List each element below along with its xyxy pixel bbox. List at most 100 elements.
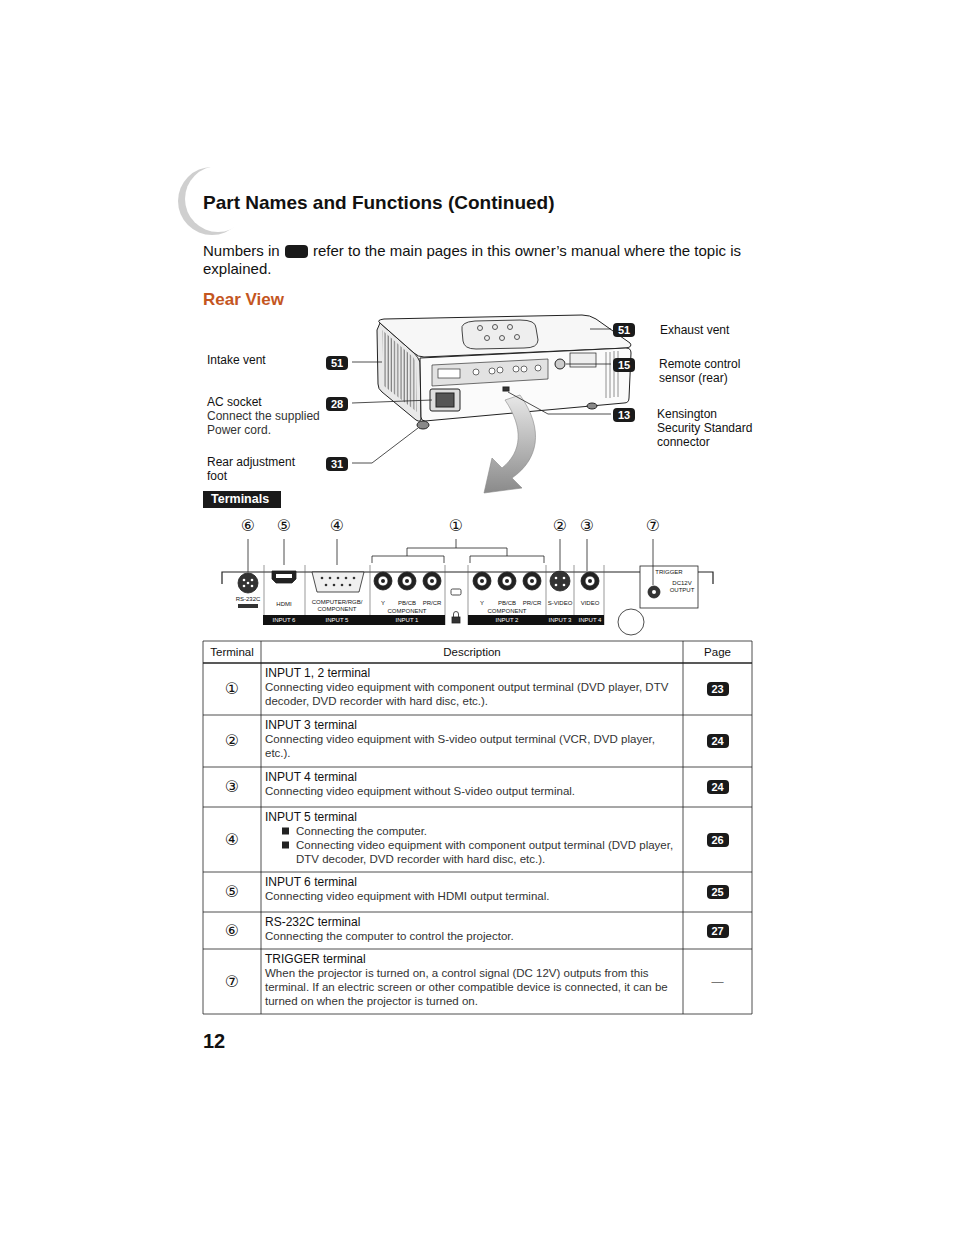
input-label: INPUT 2 <box>488 617 526 624</box>
terminal-panel <box>468 615 604 625</box>
table-cell: TRIGGER terminalWhen the projector is tu… <box>265 949 679 1008</box>
terminal-panel <box>652 590 656 594</box>
terminal-number: ⑥ <box>225 922 239 940</box>
projector-drawing <box>587 403 597 409</box>
port-label: Y <box>372 600 394 607</box>
page-ref-number: 31 <box>330 458 344 470</box>
terminal-name: RS-232C terminal <box>265 915 679 929</box>
projector-drawing <box>508 325 513 330</box>
page-ref-badge: 28 <box>326 397 348 411</box>
terminal-panel <box>321 577 356 587</box>
page-ref-number: 24 <box>711 781 725 793</box>
input-label: INPUT 5 <box>318 617 356 624</box>
terminal-panel <box>272 571 296 583</box>
terminal-panel <box>222 572 713 584</box>
terminal-panel <box>251 585 254 588</box>
part-name: AC socket <box>207 395 317 409</box>
port-label: VIDEO <box>577 600 603 607</box>
port-label: S-VIDEO <box>546 600 574 607</box>
terminal-panel <box>502 576 512 586</box>
table-row: ④INPUT 5 terminalConnecting the computer… <box>203 807 752 872</box>
port-label: PB/CB <box>496 600 518 607</box>
table-cell: ⑦ <box>203 949 261 1014</box>
table-rule <box>203 872 752 873</box>
page-ref-badge: 24 <box>707 734 729 748</box>
table-cell: ① <box>203 663 261 715</box>
callout-number: ⑥ <box>237 516 259 536</box>
terminal-panel <box>251 579 254 582</box>
table-cell: INPUT 6 terminalConnecting video equipme… <box>265 872 679 903</box>
projector-drawing <box>462 320 538 349</box>
table-header: Page <box>688 645 748 659</box>
port-label: TRIGGER <box>644 569 694 576</box>
terminal-name: INPUT 3 terminal <box>265 718 679 732</box>
terminal-panel <box>374 572 392 590</box>
terminal-panel <box>550 571 570 591</box>
input-label: INPUT 6 <box>265 617 303 624</box>
terminal-panel <box>427 576 437 586</box>
page-number: 12 <box>203 1030 263 1052</box>
terminal-panel <box>555 577 566 587</box>
terminal-name: INPUT 6 terminal <box>265 875 679 889</box>
terminal-panel <box>563 577 566 580</box>
terminal-description: When the projector is turned on, a contr… <box>265 966 679 1008</box>
page-ref-number: 51 <box>330 357 344 369</box>
page-ref-number: 23 <box>711 683 725 695</box>
table-cell: INPUT 1, 2 terminalConnecting video equi… <box>265 663 679 708</box>
terminal-panel <box>585 576 595 586</box>
table-header: Terminal <box>204 645 260 659</box>
terminal-panel <box>523 572 541 590</box>
terminal-panel <box>341 584 344 587</box>
section-tab-text: Terminals <box>211 492 273 507</box>
table-cell: ② <box>203 715 261 767</box>
callout-leader <box>372 556 444 563</box>
table-rule <box>203 641 752 642</box>
table-cell: ④ <box>203 807 261 872</box>
projector-drawing <box>503 387 509 391</box>
terminal-panel <box>374 572 599 590</box>
terminal-panel <box>402 576 412 586</box>
terminal-panel <box>527 576 537 586</box>
table-rule <box>203 641 204 1014</box>
terminal-panel <box>505 579 509 583</box>
port-label: COMPONENT <box>472 608 542 615</box>
projector-drawing <box>417 421 429 429</box>
projector-drawing <box>436 393 454 407</box>
table-rule <box>261 641 262 1014</box>
projector-drawing <box>478 325 520 341</box>
input-label: INPUT 3 <box>547 617 573 624</box>
table-cell: ⑤ <box>203 872 261 912</box>
projector-drawing <box>500 336 505 341</box>
projector-drawing <box>430 389 460 411</box>
projector-drawing <box>478 326 483 331</box>
terminal-number: ① <box>225 680 239 698</box>
callout-leader <box>653 539 654 585</box>
projector-drawing <box>377 315 631 429</box>
terminal-panel <box>312 572 364 592</box>
terminal-panel <box>530 579 534 583</box>
projector-drawing <box>497 367 503 373</box>
terminal-panel <box>398 572 416 590</box>
callout-number: ⑦ <box>642 516 664 536</box>
port-label: PB/CB <box>396 600 418 607</box>
terminal-name: INPUT 5 terminal <box>265 810 679 824</box>
callout-leader <box>284 539 285 565</box>
page-ref-number: 25 <box>711 886 725 898</box>
terminal-description: Connecting video equipment without S-vid… <box>265 784 679 798</box>
table-row: ⑦TRIGGER terminalWhen the projector is t… <box>203 949 752 1014</box>
section-tab: Terminals <box>203 491 281 508</box>
projector-drawing <box>489 368 495 374</box>
projector-drawing <box>485 336 490 341</box>
terminal-panel <box>353 577 356 580</box>
terminal-description: Connecting the computer to control the p… <box>265 929 679 943</box>
port-label: PR/CR <box>421 600 443 607</box>
leader-line <box>508 392 611 414</box>
table-rule <box>203 767 752 768</box>
table-cell: INPUT 5 terminalConnecting the computer.… <box>265 807 679 866</box>
intro-text: Numbers in <box>203 242 295 260</box>
table-row: ⑥ RS-232C terminalConnecting the computer… <box>203 912 752 949</box>
table-rule <box>752 641 753 1014</box>
callout-leader <box>407 548 507 556</box>
